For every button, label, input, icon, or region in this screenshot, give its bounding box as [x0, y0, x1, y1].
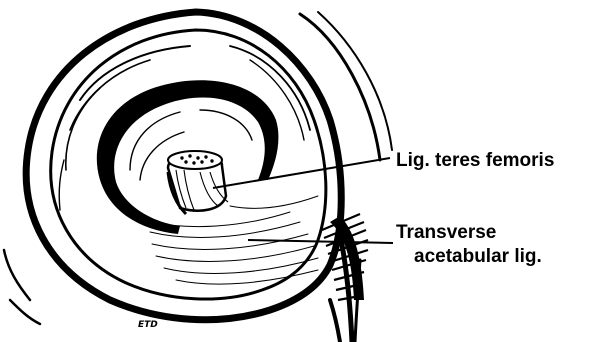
label-acetabular-lig: acetabular lig. — [414, 246, 542, 267]
label-transverse: Transverse — [396, 222, 496, 243]
outer-tissue — [300, 12, 392, 342]
ligament-teres-stump — [168, 151, 228, 214]
leader-line-ligament-teres — [213, 158, 390, 188]
artist-signature: ETD — [138, 320, 158, 330]
label-ligament-teres-femoris: Lig. teres femoris — [396, 150, 554, 171]
leader-line-transverse — [248, 240, 393, 243]
